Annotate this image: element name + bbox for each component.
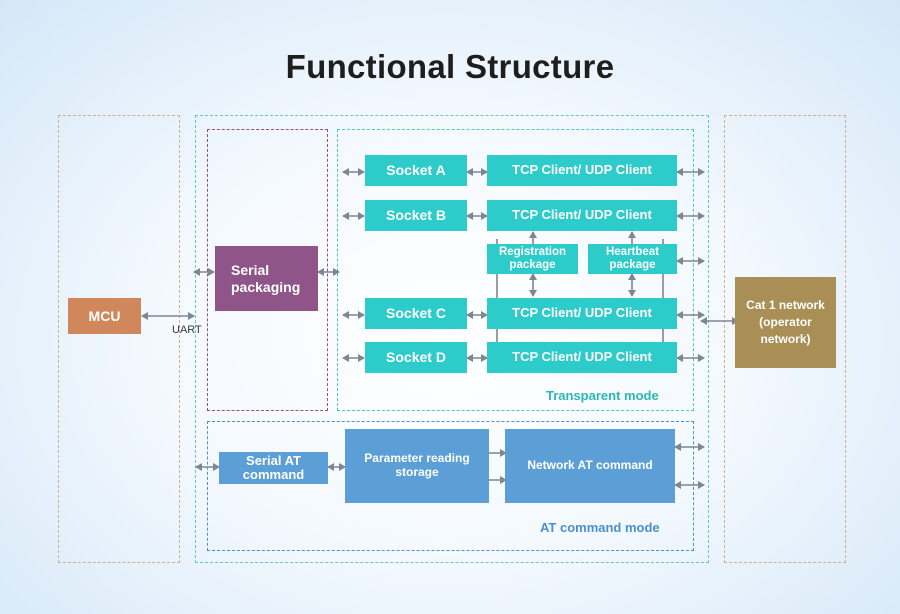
socket-a-box: Socket A: [365, 155, 467, 186]
serial-at-command-box: Serial AT command: [219, 452, 328, 484]
socket-d-box: Socket D: [365, 342, 467, 373]
serial-packaging-box: Serial packaging: [215, 246, 318, 311]
uart-label: UART: [172, 324, 202, 336]
cat1-network-box: Cat 1 network (operator network): [735, 277, 836, 368]
transparent-mode-label: Transparent mode: [546, 388, 659, 403]
parameter-reading-storage-box: Parameter reading storage: [345, 429, 489, 503]
diagram-title: Functional Structure: [285, 48, 615, 85]
mcu-region: [58, 115, 180, 563]
tcp-udp-client-a-box: TCP Client/ UDP Client: [487, 155, 677, 186]
socket-b-box: Socket B: [365, 200, 467, 231]
tcp-udp-client-d-box: TCP Client/ UDP Client: [487, 342, 677, 373]
network-region: [724, 115, 846, 563]
mcu-box: MCU: [68, 298, 141, 334]
module-region: [195, 115, 709, 563]
heartbeat-package-box: Heartbeat package: [588, 244, 677, 274]
tcp-udp-client-c-box: TCP Client/ UDP Client: [487, 298, 677, 329]
socket-c-box: Socket C: [365, 298, 467, 329]
at-command-mode-label: AT command mode: [540, 520, 660, 535]
network-at-command-box: Network AT command: [505, 429, 675, 503]
tcp-udp-client-b-box: TCP Client/ UDP Client: [487, 200, 677, 231]
registration-package-box: Registration package: [487, 244, 578, 274]
